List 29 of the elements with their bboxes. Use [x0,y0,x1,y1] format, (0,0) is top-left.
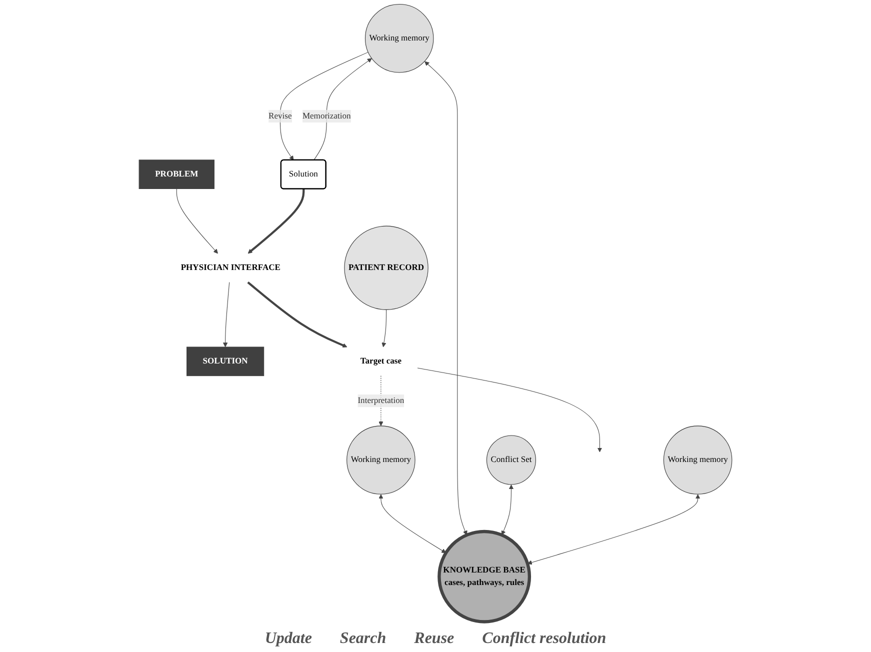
node-box: SOLUTION [186,346,264,376]
node-circle: Working memory [364,4,434,73]
arrow [424,61,468,536]
node-text: Target case [360,356,402,366]
phase-label: Conflict resolution [482,630,606,648]
arrow [280,52,368,160]
edge-label: Memorization [302,111,351,120]
node-circle: Working memory [346,426,416,494]
phase-label: Update [264,630,312,648]
arrow [501,484,514,536]
edge-label: Interpretation [358,396,404,406]
arrow [222,282,230,348]
arrow [378,494,446,554]
node-circle: KNOWLEDGE BASE cases, pathways, rules [438,530,532,624]
phase-label: Search [340,630,386,648]
phase-label: Reuse [414,630,454,648]
arrow [382,309,387,348]
node-text: PHYSICIAN INTERFACE [180,263,280,272]
node-circle: Conflict Set [486,435,536,485]
arrow [527,494,700,565]
edge-label: Revise [268,111,292,120]
arrow [417,368,602,452]
arrow [248,188,305,254]
arrow [176,188,218,254]
arrow [314,58,372,160]
node-box: PROBLEM [138,160,214,189]
node-circle: PATIENT RECORD [344,226,428,310]
node-circle: Working memory [663,426,732,494]
arrow [247,281,348,348]
